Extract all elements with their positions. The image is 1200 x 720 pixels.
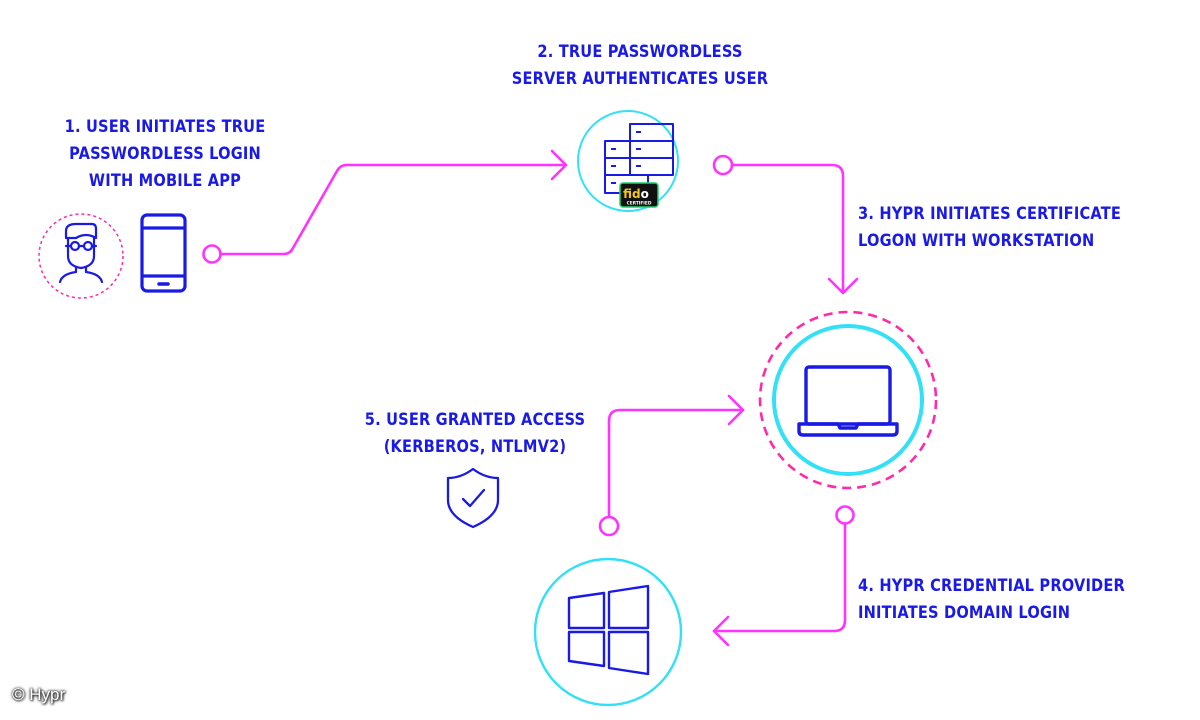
server-icon — [604, 123, 674, 194]
laptop-icon — [797, 365, 899, 437]
arrow-head-icon — [712, 615, 730, 647]
step-4-line-1: 4. HYPR CREDENTIAL PROVIDER — [858, 576, 1125, 596]
connector-line — [607, 408, 745, 519]
arrow-head-icon — [727, 394, 745, 426]
step-3-label: 3. HYPR INITIATES CERTIFICATE LOGON WITH… — [858, 201, 1121, 255]
user-dashed-ring — [38, 213, 124, 299]
step-2-line-2: SERVER AUTHENTICATES USER — [511, 69, 769, 89]
connector-start-dot — [598, 515, 620, 537]
step-1-label: 1. USER INITIATES TRUE PASSWORDLESS LOGI… — [40, 114, 289, 195]
fido-certified-badge: fido CERTIFIED — [619, 182, 659, 208]
step-1-line-2: PASSWORDLESS LOGIN — [69, 144, 261, 164]
smartphone-icon — [140, 213, 187, 293]
domain-node — [533, 557, 683, 707]
step-2-line-1: 2. TRUE PASSWORDLESS — [537, 42, 743, 62]
step-5-line-2: (KERBEROS, NTLMV2) — [383, 437, 567, 457]
connector-line — [730, 163, 845, 294]
windows-logo-icon — [567, 584, 650, 676]
fido-brand-text: fido — [623, 187, 649, 201]
user-node — [38, 213, 124, 299]
connector-start-dot — [202, 244, 222, 264]
server-node: fido CERTIFIED — [577, 110, 679, 212]
shield-check-icon — [446, 467, 500, 529]
arrow-head-icon — [827, 277, 859, 295]
arrow-head-icon — [550, 149, 568, 181]
step-3-line-1: 3. HYPR INITIATES CERTIFICATE — [858, 204, 1122, 224]
connector-line — [712, 522, 847, 633]
step-5-line-1: 5. USER GRANTED ACCESS — [364, 410, 586, 430]
connector-start-dot — [712, 154, 734, 176]
step-3-line-2: LOGON WITH WORKSTATION — [858, 231, 1095, 251]
step-2-label: 2. TRUE PASSWORDLESS SERVER AUTHENTICATE… — [511, 39, 769, 93]
step-1-line-1: 1. USER INITIATES TRUE — [64, 117, 266, 137]
user-icon — [58, 222, 104, 284]
connector-step1 — [202, 149, 568, 264]
workstation-dashed-ring — [758, 310, 938, 490]
step-4-line-2: INITIATES DOMAIN LOGIN — [858, 603, 1071, 623]
connector-start-dot — [835, 505, 855, 525]
fido-certified-text: CERTIFIED — [627, 201, 652, 207]
connector-step3 — [712, 154, 859, 295]
domain-ring — [533, 557, 683, 707]
connector-step5 — [598, 394, 745, 537]
workstation-ring — [772, 324, 924, 476]
step-4-label: 4. HYPR CREDENTIAL PROVIDER INITIATES DO… — [858, 573, 1125, 627]
copyright-notice: © Hypr — [12, 685, 66, 704]
step-5-label: 5. USER GRANTED ACCESS (KERBEROS, NTLMV2… — [350, 407, 599, 461]
connector-line — [219, 163, 567, 256]
connector-step4 — [712, 505, 855, 647]
workstation-node — [758, 310, 938, 490]
step-1-line-3: WITH MOBILE APP — [88, 171, 242, 191]
